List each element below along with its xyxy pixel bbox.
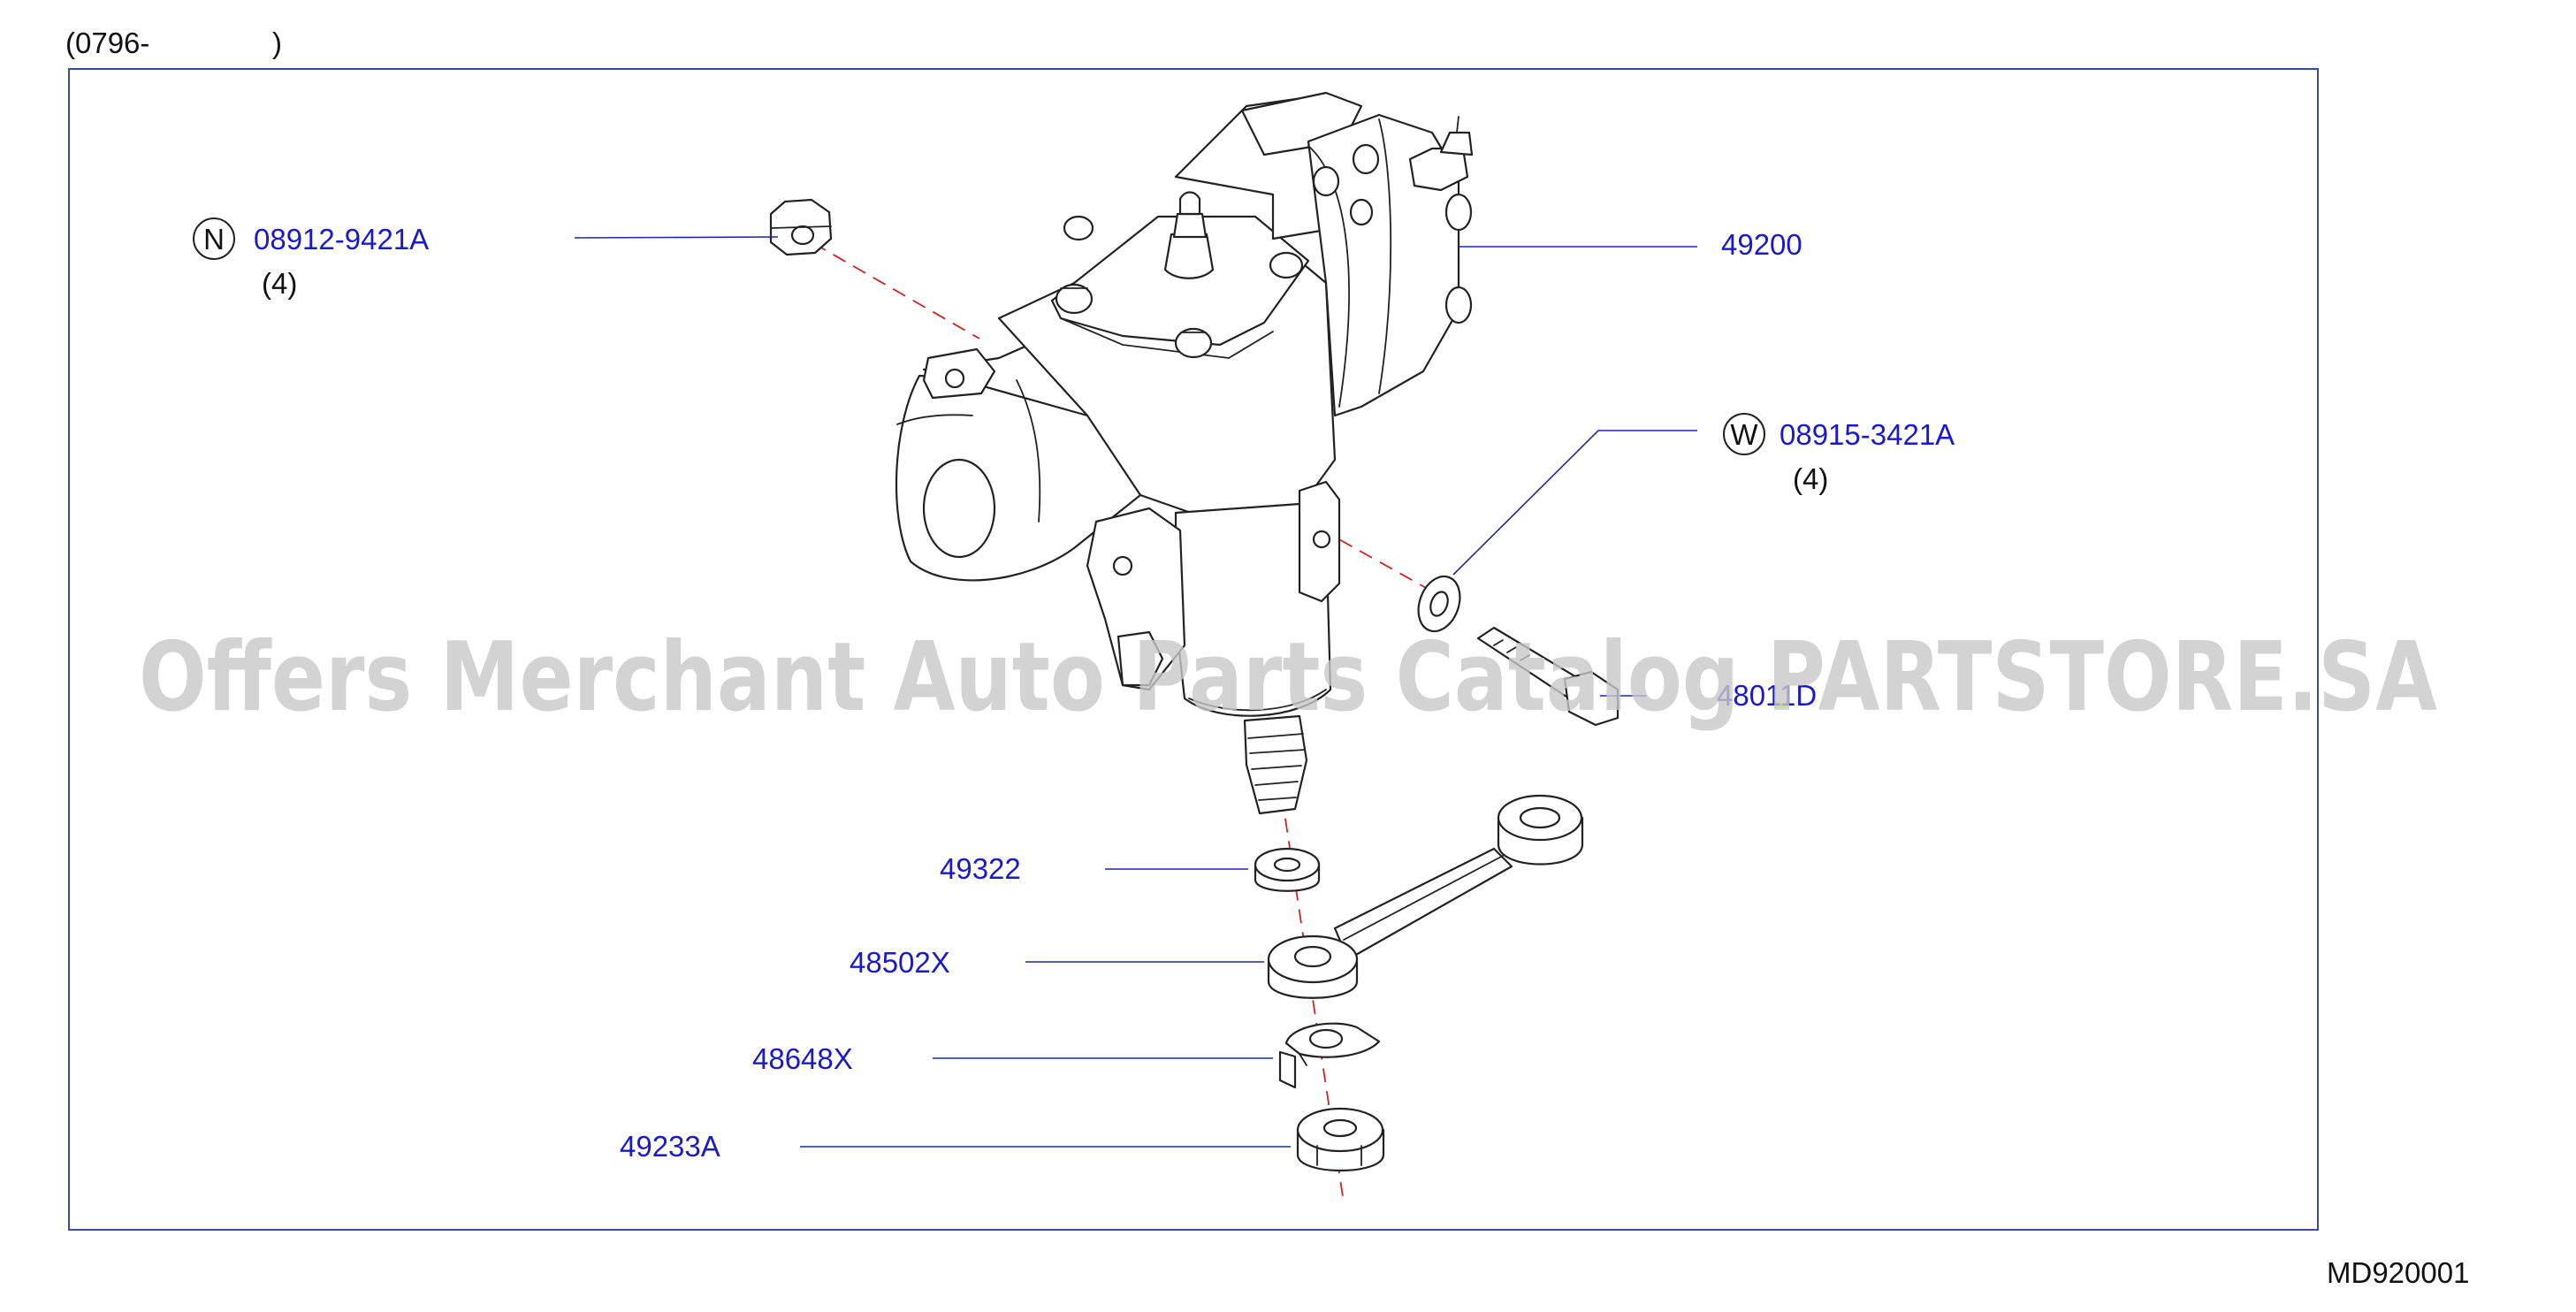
washer-quantity: (4) <box>1793 462 1828 495</box>
callout-nut[interactable]: N 08912-9421A (4) <box>193 217 429 300</box>
bolt-drawing[interactable] <box>1476 626 1620 727</box>
pitman-arm-drawing[interactable] <box>1267 794 1584 999</box>
lock-washer-drawing[interactable] <box>1278 1022 1381 1089</box>
watermark-text: Offers Merchant Auto Parts Catalog PARTS… <box>139 622 2437 733</box>
arm-part-number[interactable]: 48502X <box>850 946 950 979</box>
diagram-code: MD920001 <box>2327 1256 2469 1289</box>
lockwasher-part-number[interactable]: 48648X <box>752 1042 853 1075</box>
gear-part-number[interactable]: 49200 <box>1721 228 1802 261</box>
hex-nut-drawing[interactable] <box>769 198 833 256</box>
bolt-part-number[interactable]: 48011D <box>1717 679 1817 712</box>
nut-part-number[interactable]: 08912-9421A <box>254 223 429 256</box>
flat-washer-drawing[interactable] <box>1411 570 1467 637</box>
seal-part-number[interactable]: 49322 <box>940 852 1021 885</box>
arm-nut-drawing[interactable] <box>1296 1107 1385 1171</box>
washer-badge: W <box>1730 418 1758 451</box>
model-range-close: ) <box>272 27 282 59</box>
nut-quantity: (4) <box>262 267 297 300</box>
callout-seal[interactable]: 49322 <box>940 852 1021 885</box>
leader-nut <box>574 236 779 239</box>
callout-bolt[interactable]: 48011D <box>1717 679 1817 712</box>
badge-circle <box>1723 413 1765 455</box>
nut-badge: N <box>203 223 225 256</box>
model-range-open: (0796- <box>65 27 149 59</box>
callout-arm[interactable]: 48502X <box>850 946 950 979</box>
armnut-part-number[interactable]: 49233A <box>620 1130 720 1163</box>
oil-seal-drawing[interactable] <box>1254 847 1321 892</box>
leader-washer <box>1452 430 1697 576</box>
callout-gear[interactable]: 49200 <box>1721 228 1802 261</box>
washer-part-number[interactable]: 08915-3421A <box>1780 418 1955 451</box>
steering-gear-box-drawing[interactable] <box>895 91 1474 815</box>
diagram-frame <box>68 68 2319 1231</box>
callout-washer[interactable]: W 08915-3421A (4) <box>1723 413 1955 495</box>
badge-circle <box>193 217 235 260</box>
nut-centerline <box>812 242 980 339</box>
callout-armnut[interactable]: 49233A <box>620 1130 720 1163</box>
callout-lockwasher[interactable]: 48648X <box>752 1042 853 1075</box>
